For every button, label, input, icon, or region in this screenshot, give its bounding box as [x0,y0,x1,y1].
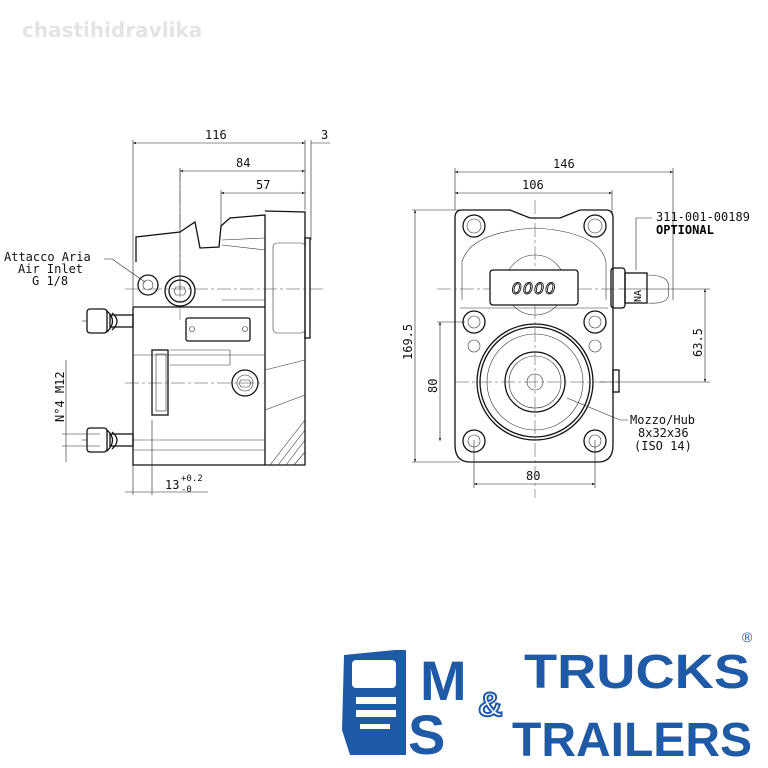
dim-146: 146 [553,157,575,171]
part-number: 311-001-00189 [656,210,750,224]
logo-ampersand: & [478,686,503,724]
dim-169-5: 169.5 [401,324,415,360]
truck-cab-icon [342,650,406,755]
logo-m: M [420,649,467,712]
logo-trailers: TRAILERS [512,714,752,767]
dim-116: 116 [205,128,227,142]
dim-106: 106 [522,178,544,192]
dim-13: 13 [165,478,179,492]
logo-trucks: TRUCKS [524,646,750,699]
registered-mark: ® [742,629,753,645]
watermark: chastihidravlika [22,18,202,42]
dim-63-5: 63.5 [691,328,705,357]
tolerance-plus: +0.2 [181,474,203,484]
hub-label: Mozzo/Hub [630,413,695,427]
dim-80-vertical: 80 [426,379,440,393]
stud-nut-bottom [82,427,134,453]
flange-bolts [462,214,607,453]
stud-nut-top [82,308,134,334]
dim-80-horizontal: 80 [526,469,540,483]
optional-label: OPTIONAL [656,223,714,237]
plate-code: 0000 [512,279,557,298]
air-inlet-label-it: Attacco Aria [4,250,91,264]
logo-s: S [408,703,445,766]
air-inlet-label-en: Air Inlet [18,262,83,276]
dim-3: 3 [321,128,328,142]
tolerance-minus: -0 [181,485,192,495]
valve-label: NA [633,290,644,302]
hub-standard: (ISO 14) [634,439,692,453]
optional-valve: NA [610,267,669,309]
dim-84: 84 [236,156,250,170]
bolts-label: N°4 M12 [53,371,67,422]
front-view: 146 106 169.5 80 63.5 80 0000 [401,157,750,498]
side-view: 116 3 84 57 [4,128,330,495]
ms-trucks-trailers-logo: M S TRUCKS & TRAILERS ® [342,629,753,767]
air-inlet-size: G 1/8 [32,274,68,288]
hub-spec: 8x32x36 [638,426,689,440]
dim-57: 57 [256,178,270,192]
